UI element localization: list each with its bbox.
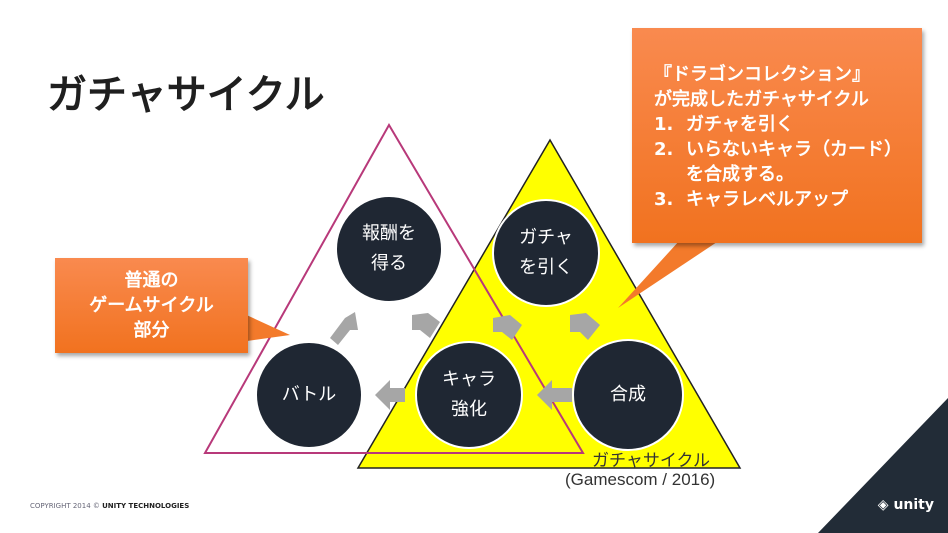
label-line: 強化 (451, 399, 487, 420)
arrow-enhance-to-battle (375, 380, 405, 410)
copyright-prefix: COPYRIGHT 2014 © (30, 502, 103, 510)
item-text: いらないキャラ（カード）を合成する。 (686, 139, 893, 185)
node-enhance-label: キャラ強化 (419, 365, 519, 425)
node-enhance (415, 341, 523, 449)
page-title: ガチャサイクル (47, 72, 325, 118)
arrow-enhance-to-gacha (493, 315, 522, 340)
node-battle (255, 341, 363, 449)
callout-line: 普通の (124, 270, 179, 291)
arrow-gacha-to-fusion (570, 313, 600, 340)
normal-cycle-triangle (203, 122, 585, 454)
unity-logo: ◈ unity (878, 497, 934, 513)
left-callout-pointer (240, 312, 290, 342)
copyright: COPYRIGHT 2014 © UNITY TECHNOLOGIES (30, 502, 189, 511)
cycle-caption: ガチャサイクル (592, 451, 710, 470)
arrow-reward-to-enhance (412, 313, 440, 338)
item-text: キャラレベルアップ (686, 189, 848, 210)
callout-heading: 『ドラゴンコレクション』 (654, 64, 870, 85)
item-number: 2. (654, 139, 674, 160)
node-reward (335, 195, 443, 303)
label-line: ガチャ (519, 227, 573, 248)
copyright-company: UNITY TECHNOLOGIES (102, 502, 190, 510)
source-caption: (Gamescom / 2016) (565, 470, 716, 489)
callout-line: ゲームサイクル (89, 295, 214, 316)
label-line: キャラ (442, 369, 496, 390)
item-number: 3. (654, 189, 674, 210)
node-battle-label: バトル (281, 384, 337, 405)
callout-heading: が完成したガチャサイクル (654, 89, 869, 110)
node-gacha-label: ガチャを引く (496, 223, 596, 283)
arrow-fusion-to-enhance (537, 380, 572, 410)
node-fusion (572, 339, 684, 451)
label-line: 得る (371, 253, 407, 274)
arrows (330, 312, 600, 410)
callout-line: 部分 (133, 320, 170, 341)
item-number: 1. (654, 114, 674, 135)
node-gacha (492, 199, 600, 307)
list-item: 1. ガチャを引く (654, 112, 922, 137)
normal-cycle-callout: 普通の ゲームサイクル 部分 (55, 258, 248, 353)
label-line: を引く (519, 257, 573, 278)
unity-corner (818, 398, 948, 533)
right-callout-pointer (618, 240, 720, 308)
logo-text: unity (893, 497, 934, 513)
item-text: ガチャを引く (686, 114, 794, 135)
label-line: 報酬を (362, 223, 416, 244)
arrow-battle-to-reward (330, 312, 358, 345)
list-item: 3. キャラレベルアップ (654, 187, 922, 212)
node-fusion-label: 合成 (610, 384, 646, 405)
list-item: 2. いらないキャラ（カード）を合成する。 (654, 137, 894, 187)
node-reward-label: 報酬を得る (339, 219, 439, 279)
unity-cube-icon: ◈ (877, 497, 894, 513)
dragon-collection-callout: 『ドラゴンコレクション』 が完成したガチャサイクル 1. ガチャを引く 2. いらな… (632, 28, 922, 243)
